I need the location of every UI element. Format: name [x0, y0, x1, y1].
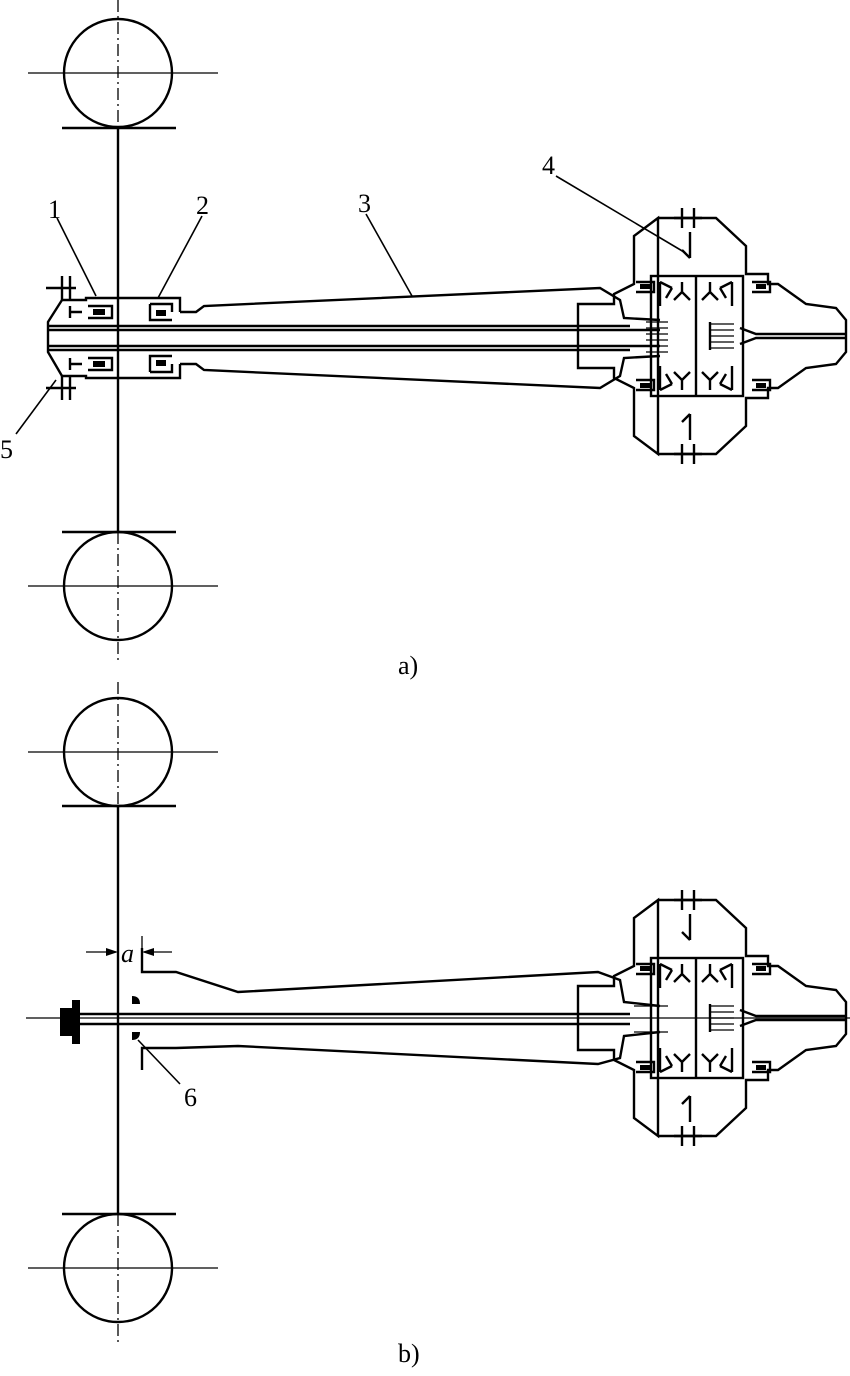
- hub-housing-a: [46, 299, 64, 377]
- label-5: 5: [0, 435, 13, 464]
- leader-5: [15, 379, 57, 435]
- caption-b: b): [398, 1339, 420, 1368]
- label-2: 2: [196, 191, 209, 220]
- wheel-bottom-a: [28, 530, 218, 662]
- label-1: 1: [48, 195, 61, 224]
- leader-4: [555, 175, 685, 253]
- label-4: 4: [542, 151, 555, 180]
- axle-housing-a: [180, 286, 661, 322]
- leader-1: [56, 217, 97, 297]
- bearing-1: [68, 304, 114, 372]
- label-a: a: [121, 939, 134, 968]
- leader-2: [157, 215, 203, 299]
- bearing-2: [148, 302, 174, 374]
- label-3: 3: [358, 189, 371, 218]
- leader-3: [365, 213, 413, 297]
- wheel-top-a: [28, 0, 218, 130]
- leader-6: [137, 1039, 181, 1085]
- caption-a: a): [398, 651, 418, 680]
- dimension-a: [86, 936, 172, 968]
- label-6: 6: [184, 1083, 197, 1112]
- figure-b: a 6 b): [26, 682, 850, 1368]
- figure-a: 1 2 3 4 5 a): [0, 0, 848, 680]
- hub-cap-b: [60, 1000, 80, 1044]
- kingpin-bearing-bottom: [132, 1032, 140, 1040]
- kingpin-bearing-top: [132, 996, 140, 1004]
- axle-housing-b: [140, 948, 661, 1008]
- flange-top-a: [46, 276, 76, 300]
- differential-a: [576, 206, 848, 466]
- wheel-bottom-b: [28, 1212, 218, 1342]
- wheel-top-b: [28, 682, 218, 808]
